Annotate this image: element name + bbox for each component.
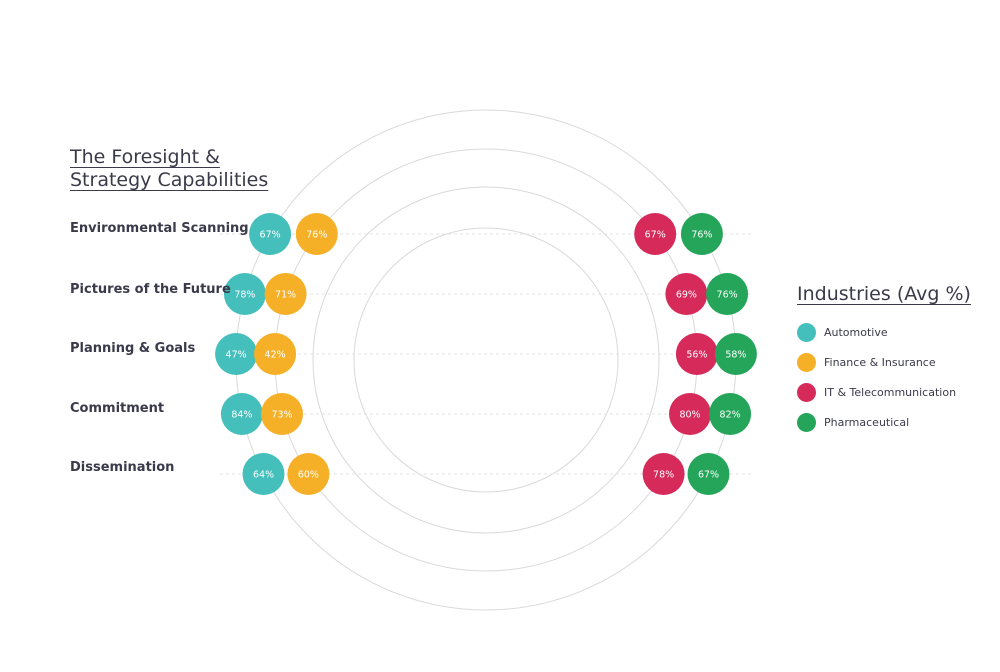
marker-finance-insurance-planning-goals-label: 42% [265,350,286,361]
legend-label-pharmaceutical: Pharmaceutical [824,415,910,429]
marker-automotive-dissemination-label: 64% [253,470,274,481]
marker-pharmaceutical-planning-goals-label: 58% [725,350,746,361]
legend-swatch-finance-insurance [797,352,816,372]
concentric-rings [235,109,737,611]
marker-it-telecommunication-dissemination-label: 78% [653,470,674,481]
marker-finance-insurance-dissemination-label: 60% [298,470,319,481]
marker-automotive-planning-goals-label: 47% [226,350,247,361]
marker-finance-insurance-pictures-of-the-future-label: 71% [275,290,296,301]
ring-3 [274,148,698,572]
marker-pharmaceutical-commitment [709,393,752,435]
ring-2 [312,186,660,534]
marker-it-telecommunication-commitment [669,393,711,435]
legend-item-finance-insurance: Finance & Insurance [797,352,936,372]
marker-pharmaceutical-commitment-label: 82% [720,410,741,421]
marker-automotive-environmental-scanning-label: 67% [260,230,281,241]
marker-finance-insurance-pictures-of-the-future [264,273,307,315]
marker-finance-insurance-dissemination [287,453,330,495]
legend-item-automotive: Automotive [797,322,888,342]
row-label-commitment: Commitment [70,401,165,416]
marker-automotive-commitment-label: 84% [231,410,252,421]
marker-automotive-pictures-of-the-future-label: 78% [234,290,255,301]
row-label-dissemination: Dissemination [70,460,175,475]
row-guide-lines [220,233,752,475]
marker-automotive-pictures-of-the-future [223,273,266,315]
legend-swatch-it-telecommunication [797,382,816,402]
marker-pharmaceutical-pictures-of-the-future-label: 76% [717,290,738,301]
chart-title-line-2: Strategy Capabilities [70,169,269,191]
legend-item-pharmaceutical: Pharmaceutical [797,412,909,432]
marker-finance-insurance-commitment-label: 73% [271,410,292,421]
marker-automotive-environmental-scanning [249,213,292,255]
row-label-pictures-of-the-future: Pictures of the Future [70,282,231,297]
marker-automotive-dissemination [242,453,285,495]
marker-automotive-commitment [220,393,263,435]
marker-pharmaceutical-pictures-of-the-future [706,273,749,315]
marker-it-telecommunication-dissemination [642,453,685,495]
row-label-planning-goals: Planning & Goals [70,341,196,356]
marker-it-telecommunication-planning-goals-label: 56% [686,350,707,361]
marker-it-telecommunication-pictures-of-the-future-label: 69% [676,290,697,301]
marker-pharmaceutical-planning-goals [714,333,757,375]
marker-it-telecommunication-environmental-scanning-label: 67% [645,230,666,241]
marker-finance-insurance-environmental-scanning [295,213,338,255]
marker-it-telecommunication-environmental-scanning [634,213,677,255]
row-label-environmental-scanning: Environmental Scanning [70,221,249,236]
chart-title-line-1: The Foresight & [70,146,220,168]
data-markers: 67% 78% 47% 84% 64% 76% 71% 42% 73% 60% 67% 69% 56% 8… [215,213,757,495]
legend-item-it-telecommunication: IT & Telecommunication [797,382,956,402]
marker-it-telecommunication-planning-goals [675,333,718,375]
marker-automotive-planning-goals [215,333,258,375]
marker-pharmaceutical-environmental-scanning [680,213,723,255]
legend-swatch-pharmaceutical [797,412,816,432]
marker-pharmaceutical-dissemination [687,453,730,495]
ring-1 [353,227,619,493]
marker-pharmaceutical-environmental-scanning-label: 76% [691,230,712,241]
marker-pharmaceutical-dissemination-label: 67% [698,470,719,481]
marker-finance-insurance-planning-goals [254,333,297,375]
legend-label-finance-insurance: Finance & Insurance [824,355,936,369]
marker-it-telecommunication-commitment-label: 80% [679,410,700,421]
marker-finance-insurance-commitment [261,393,303,435]
legend-label-automotive: Automotive [824,325,888,339]
legend-swatch-automotive [797,322,816,342]
legend-title: Industries (Avg %) [797,283,971,305]
marker-it-telecommunication-pictures-of-the-future [665,273,708,315]
marker-finance-insurance-environmental-scanning-label: 76% [306,230,327,241]
legend-label-it-telecommunication: IT & Telecommunication [824,385,957,399]
ring-4 [235,109,737,611]
